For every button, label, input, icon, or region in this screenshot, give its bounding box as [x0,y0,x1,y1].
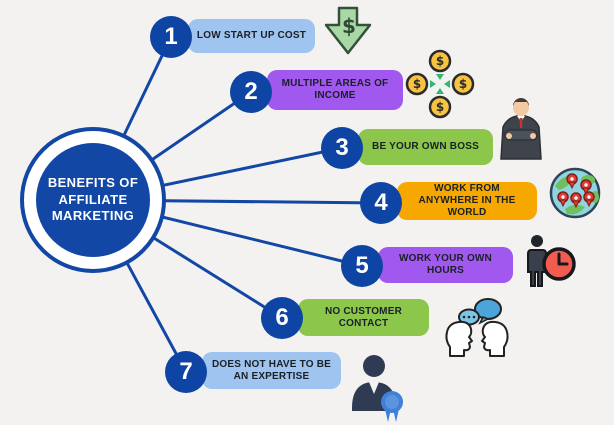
money-down-arrow-icon: $ [324,6,372,55]
benefit-label-5: WORK YOUR OWN HOURS [399,253,492,276]
benefit-label-3: BE YOUR OWN BOSS [372,141,479,153]
benefit-bar-5: WORK YOUR OWN HOURS [378,247,513,283]
svg-text:$: $ [413,77,421,91]
benefit-label-2: MULTIPLE AREAS OF INCOME [281,78,389,101]
multiple-income-coins-icon: $ $ $ $ [405,49,475,119]
businessman-icon [500,98,542,160]
certified-person-icon [352,355,403,422]
benefit-number-1: 1 [150,16,192,58]
benefit-label-1: LOW START UP COST [196,30,307,42]
hub-title-line: MARKETING [51,208,135,224]
benefit-number-7: 7 [165,351,207,393]
central-hub-title: BENEFITS OF AFFILIATE MARKETING [36,143,150,257]
number-text: 6 [275,304,289,331]
central-hub-ring: BENEFITS OF AFFILIATE MARKETING [20,127,166,273]
conversation-faces-icon [445,298,509,357]
benefit-number-3: 3 [321,127,363,169]
number-text: 7 [179,358,193,385]
benefit-bar-7: DOES NOT HAVE TO BE AN EXPERTISE [202,352,341,389]
benefit-label-6: NO CUSTOMER CONTACT [324,305,403,329]
benefit-number-4: 4 [360,182,402,224]
svg-text:$: $ [436,54,444,68]
benefit-bar-3: BE YOUR OWN BOSS [358,129,493,165]
hub-title-line: BENEFITS OF [47,174,139,190]
benefit-bar-4: WORK FROM ANYWHERE IN THE WORLD [397,182,537,220]
benefit-bar-1: LOW START UP COST [188,19,315,53]
number-text: 3 [335,134,349,161]
benefit-label-4: WORK FROM ANYWHERE IN THE WORLD [418,183,516,218]
svg-text:$: $ [459,77,467,91]
globe-location-pins-icon [549,167,601,219]
benefit-number-5: 5 [341,245,383,287]
benefit-number-2: 2 [230,71,272,113]
number-text: 2 [244,78,258,105]
benefit-bar-2: MULTIPLE AREAS OF INCOME [267,70,403,110]
person-clock-icon [527,235,576,287]
number-text: 4 [374,189,388,216]
benefit-number-6: 6 [261,297,303,339]
benefit-label-7: DOES NOT HAVE TO BE AN EXPERTISE [211,358,331,382]
svg-text:$: $ [342,14,356,38]
number-text: 5 [355,252,369,279]
svg-text:$: $ [436,100,444,114]
hub-title-line: AFFILIATE [58,191,128,207]
benefit-bar-6: NO CUSTOMER CONTACT [298,299,429,336]
number-text: 1 [164,23,178,50]
